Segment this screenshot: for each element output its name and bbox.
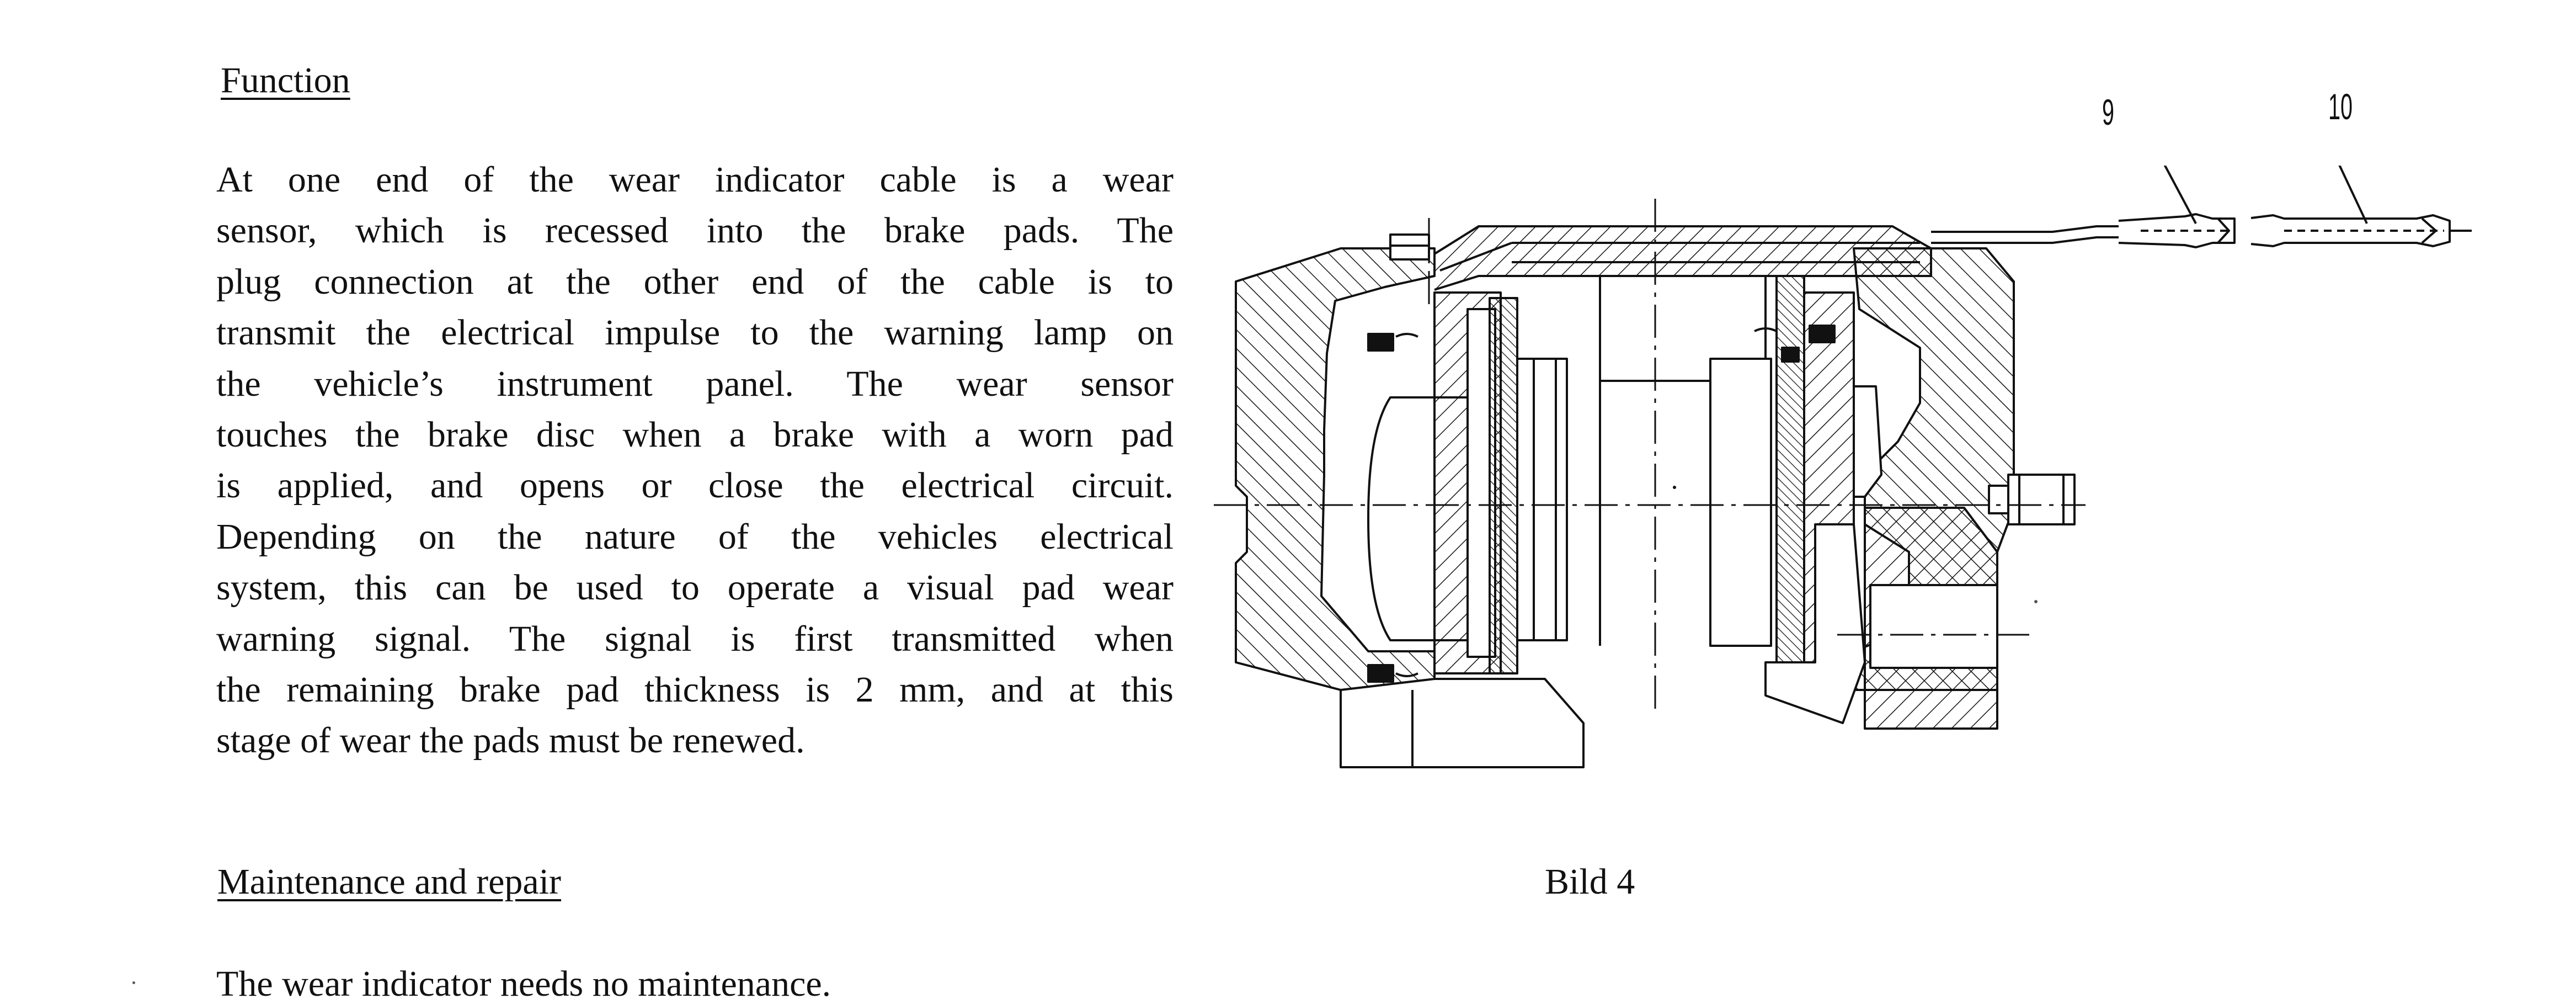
top-bolt [1389,233,1430,261]
leader-10 [2338,166,2368,224]
function-paragraph: At one end of the wear indicator cable i… [216,155,1174,767]
wear-cable [1931,225,2119,233]
figure-caption: Bild 4 [1545,862,1635,902]
paragraph-line: Depending on the nature of the vehicles … [216,516,1174,557]
right-cavity [1853,385,1882,498]
paragraph-line: the remaining brake pad thickness is 2 m… [216,670,1174,710]
callout-label: 10 [2328,86,2353,127]
paragraph-line: the vehicle’s instrument panel. The wear… [216,363,1174,404]
callout-label: 9 [2102,92,2115,132]
seal [1367,333,1394,352]
paragraph-line: system, this can be used to operate a vi… [216,567,1174,608]
leader-9 [2163,166,2197,224]
left-housing [1235,247,1436,691]
paragraph-line: transmit the electrical impulse to the w… [216,312,1174,353]
paragraph-line: sensor, which is recessed into the brake… [216,210,1174,251]
paragraph-line: plug connection at the other end of the … [216,261,1174,302]
brake-caliper-drawing [1214,166,2472,768]
paragraph-line: is applied, and opens or close the elect… [216,465,1174,506]
paragraph-line: touches the brake disc when a brake with… [216,415,1174,455]
connector-9 [2118,213,2236,248]
right-pad-backing [1775,275,1805,674]
paragraph-line: stage of wear the pads must be renewed. [216,720,805,761]
paragraph-line: At one end of the wear indicator cable i… [216,160,1174,200]
seal [1781,347,1800,363]
left-pad-backing [1489,297,1518,674]
function-heading: Function [221,60,350,100]
maintenance-text: The wear indicator needs no maintenance. [216,964,831,1004]
left-pad [1516,358,1568,641]
seal [1809,325,1836,343]
maintenance-heading: Maintenance and repair [217,862,562,902]
paragraph-line: warning signal. The signal is first tran… [216,618,1174,659]
seal [1367,664,1394,683]
right-pad [1709,358,1772,647]
scan-speck [132,981,135,984]
